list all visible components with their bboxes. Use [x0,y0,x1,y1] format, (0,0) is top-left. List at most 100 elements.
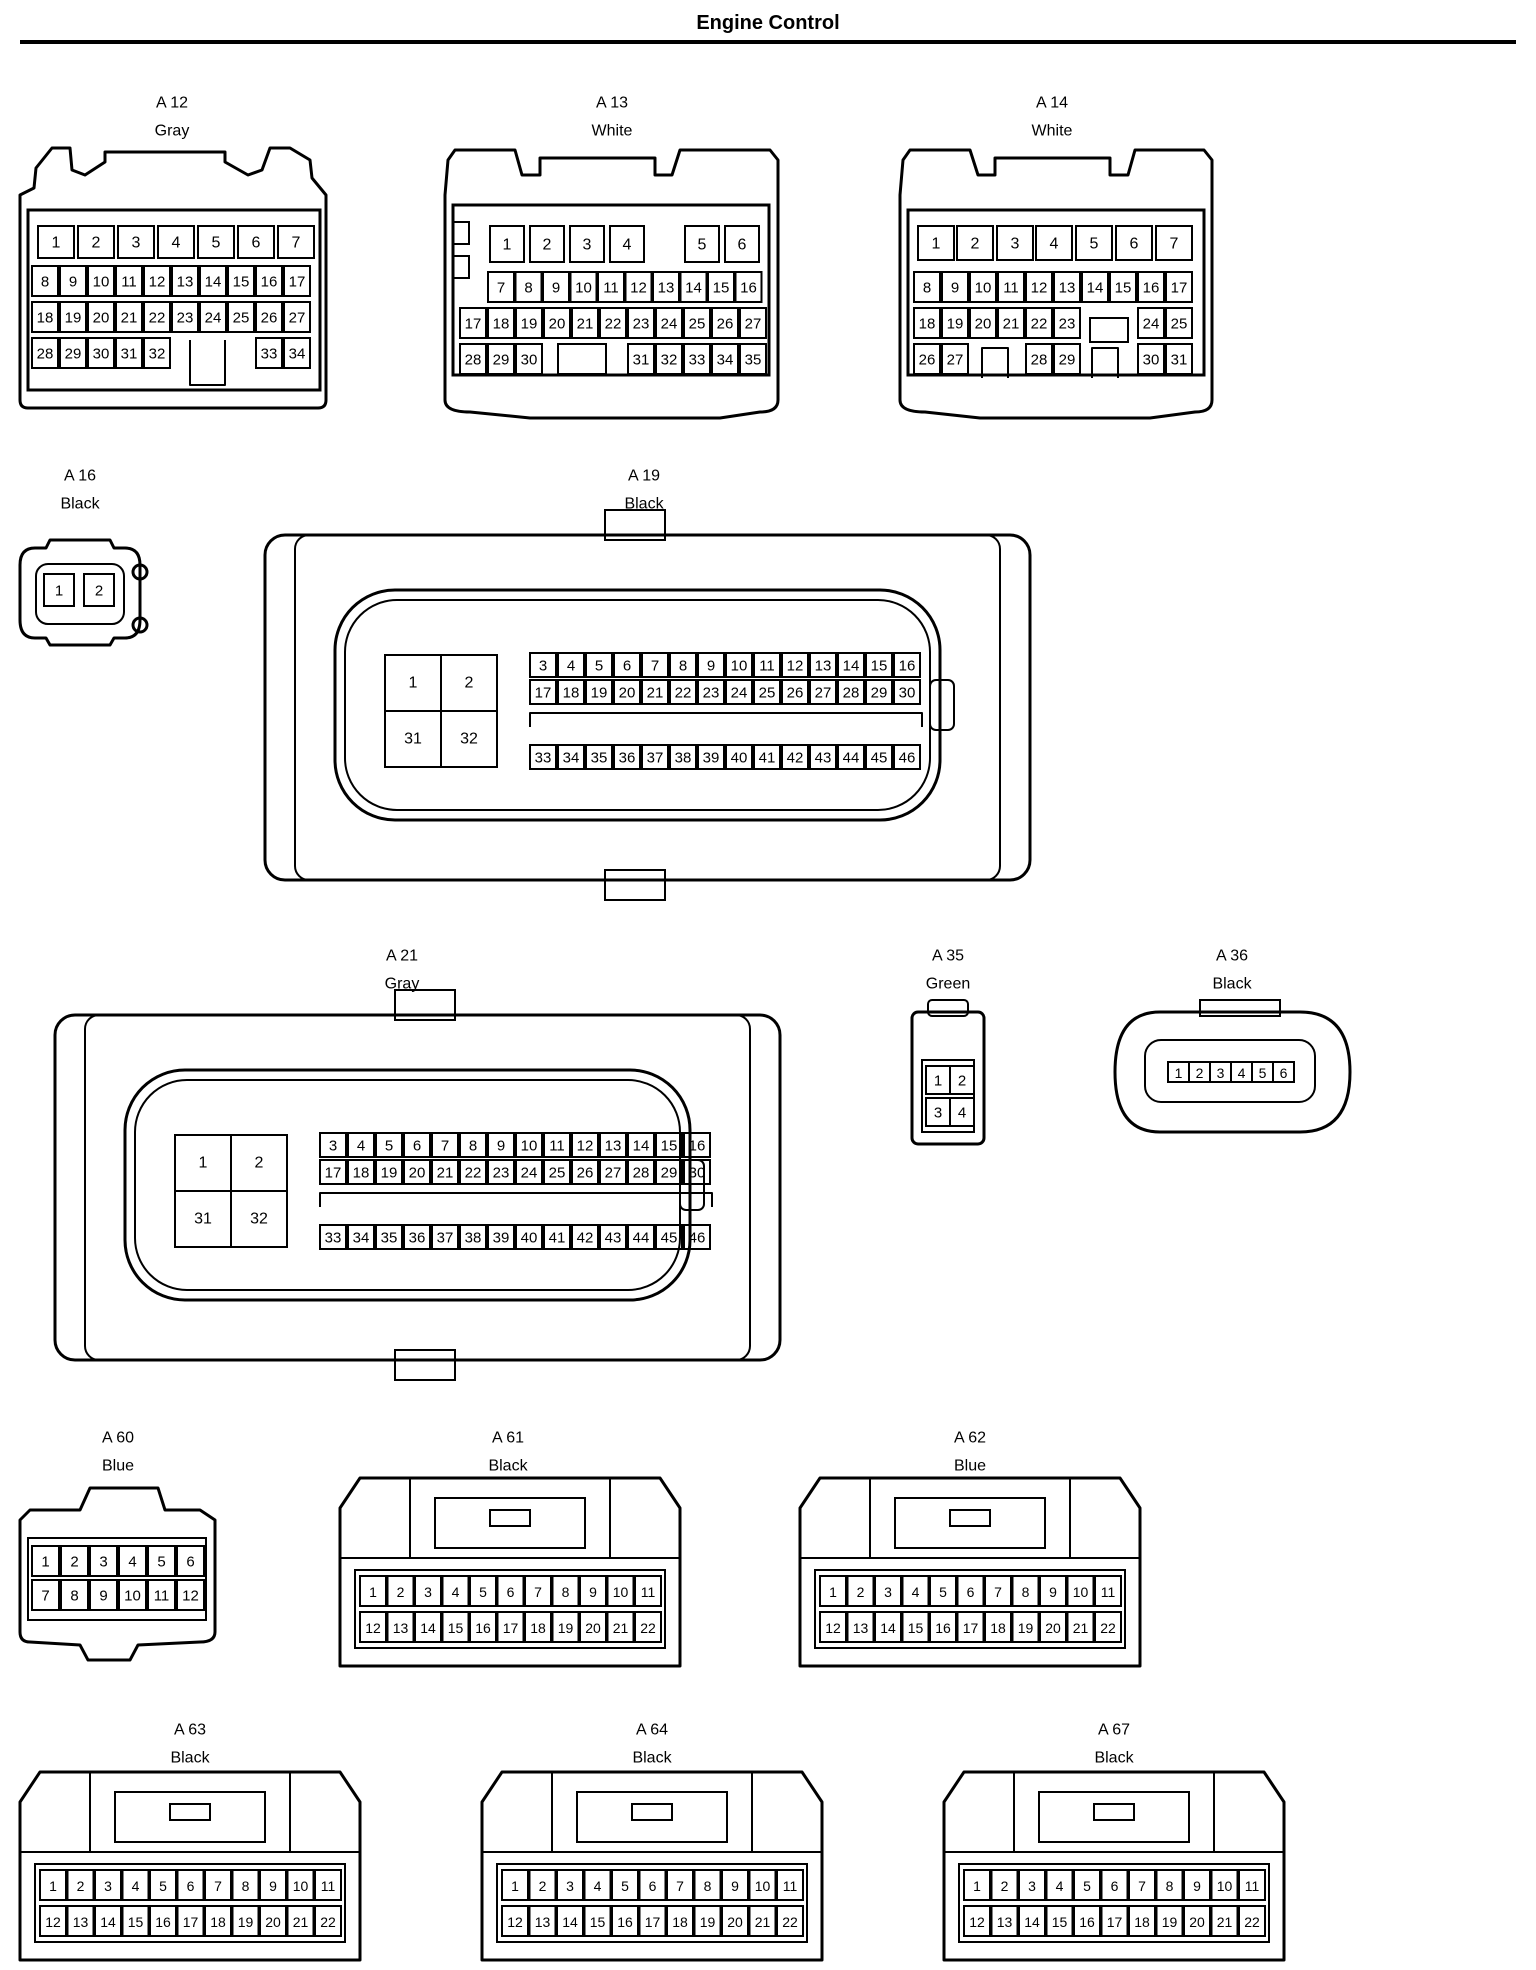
pin-number: 19 [521,316,538,333]
pin-cell [748,1869,777,1901]
pin-number: 15 [590,1914,606,1930]
pin-number: 1 [199,1155,208,1172]
latch-frame [869,1477,1071,1559]
pin-number: 12 [787,658,804,675]
pin-cell [487,1132,515,1158]
connector-id-label: A 19 [628,468,660,485]
pin-number: 14 [633,1138,650,1155]
pin-number: 37 [437,1230,454,1247]
pin-frame [333,588,942,822]
pin-number: 8 [1166,1878,1174,1894]
pin-cell [359,1611,387,1643]
pin-number: 20 [549,316,566,333]
pin-number: 3 [132,235,141,252]
pin-cell [496,1611,525,1643]
pin-number: 4 [1238,1065,1246,1081]
pin-number: 4 [912,1584,920,1600]
pin-cell [543,1132,571,1158]
pin-cell [984,1611,1012,1643]
connector-color-label: Black [1094,1750,1134,1767]
pin-cell [259,1869,287,1901]
pin-number: 35 [745,352,762,369]
pin-cell [725,744,753,770]
latch-tab [949,1509,991,1527]
pin-cell [515,1132,543,1158]
pin-number: 19 [558,1620,574,1636]
pin-number: 6 [738,237,747,254]
pin-cell [571,1132,599,1158]
pin-cell [31,1579,60,1611]
pin-number: 30 [521,352,538,369]
pin-cell [711,343,739,375]
pin-number: 10 [755,1878,771,1894]
pin-cell [846,1611,875,1643]
pin-number: 19 [1018,1620,1034,1636]
pin-cell [669,744,697,770]
pin-cell [496,1575,525,1607]
pin-cell [1238,1905,1266,1937]
pin-number: 16 [617,1914,633,1930]
pin-cell [711,307,739,339]
pin-cell [227,301,255,333]
pin-number: 26 [577,1165,594,1182]
latch-frame [409,1477,611,1559]
pin-cell [652,271,680,303]
pin-number: 2 [539,1878,547,1894]
pin-cell [781,679,809,705]
pin-cell [283,301,311,333]
pin-number: 1 [369,1584,377,1600]
latch-tab [131,616,149,634]
pin-number: 2 [95,583,103,600]
pin-cell [990,1905,1019,1937]
pin-number: 13 [605,1138,622,1155]
pin-cell [529,652,557,678]
pin-number: 33 [535,750,552,767]
pin-cell [721,1869,749,1901]
pin-number: 39 [703,750,720,767]
pin-number: 35 [381,1230,398,1247]
pin-number: 5 [212,235,221,252]
pin-number: 18 [210,1914,226,1930]
connector-id-label: A 12 [156,95,188,112]
pin-number: 27 [815,685,832,702]
pin-number: 14 [880,1620,896,1636]
pin-number: 44 [843,750,860,767]
pin-cell [414,1611,442,1643]
pin-cell [1272,1061,1295,1083]
pin-number: 3 [566,1878,574,1894]
pin-number: 14 [562,1914,578,1930]
pin-number: 6 [1111,1878,1119,1894]
pin-cell [819,1611,847,1643]
pin-cell [60,1545,89,1577]
pin-cell [1100,1905,1129,1937]
pin-number: 22 [465,1165,482,1182]
pin-cell [583,1869,612,1901]
housing-inner [294,534,1001,881]
connector-housing [18,146,328,410]
pin-number: 30 [689,1165,706,1182]
pin-cell [487,271,515,303]
pin-cell [846,1575,875,1607]
pin-cell [655,1159,683,1185]
pin-cell [613,652,641,678]
pin-cell [459,1159,487,1185]
pin-number: 23 [703,685,720,702]
pin-cell [913,343,941,375]
pin-number: 6 [623,658,631,675]
pin-cell [176,1545,205,1577]
pin-cell [89,1579,118,1611]
pin-cell [1137,271,1165,303]
pin-number: 31 [121,346,138,363]
pin-number: 22 [149,310,166,327]
pin-number: 25 [759,685,776,702]
pin-cell [683,343,711,375]
pin-number: 30 [899,685,916,702]
pin-cell [969,307,997,339]
pin-number: 40 [521,1230,538,1247]
latch-frame [1013,1771,1215,1853]
pin-cell [469,1611,497,1643]
pin-number: 33 [689,352,706,369]
